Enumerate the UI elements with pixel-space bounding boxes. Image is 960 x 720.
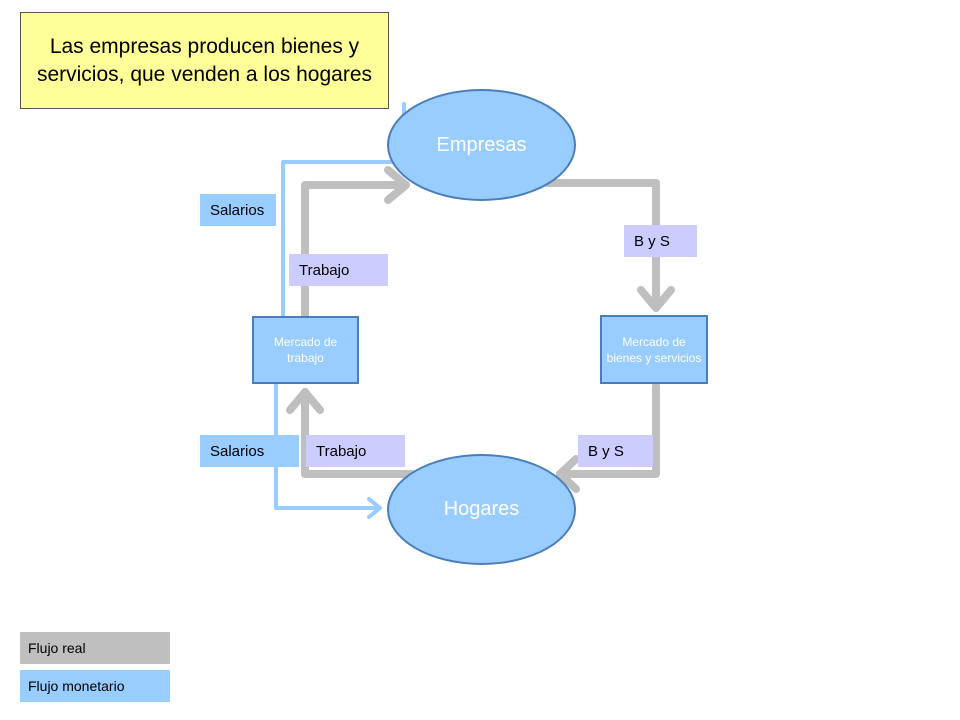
trabajo-top-label: Trabajo: [289, 254, 388, 286]
salarios-flow-arrowhead-hogares: [367, 497, 382, 519]
salarios-bottom-label: Salarios: [200, 435, 299, 467]
hogares-node: Hogares: [387, 454, 576, 565]
trabajo-flow-to-empresas: [301, 181, 410, 320]
hogares-label: Hogares: [443, 498, 520, 520]
legend-real-flow: Flujo real: [20, 632, 170, 664]
salarios-bottom-text: Salarios: [210, 442, 265, 460]
mercado-trabajo-label: Mercado de trabajo: [273, 335, 338, 365]
bys-top-text: B y S: [634, 232, 670, 250]
trabajo-bottom-text: Trabajo: [316, 442, 367, 460]
bys-bottom-label: B y S: [578, 435, 653, 467]
salarios-top-text: Salarios: [210, 201, 265, 219]
mercado-bienes-label: Mercado de bienes y servicios: [606, 334, 702, 365]
real-flow-arrows: [286, 166, 675, 493]
empresas-label: Empresas: [436, 133, 527, 156]
bys-flow-to-mercado-bienes: [543, 179, 660, 312]
bys-top-label: B y S: [624, 225, 697, 257]
mercado-bienes-node: Mercado de bienes y servicios: [600, 315, 708, 384]
trabajo-flow-to-mercado-trabajo: [301, 388, 416, 478]
legend-monetary-text: Flujo monetario: [28, 678, 125, 694]
bys-bottom-text: B y S: [588, 442, 624, 460]
empresas-node: Empresas: [387, 89, 576, 201]
bys-flow-to-hogares: [556, 382, 660, 478]
bys-flow-arrowhead-mercado-bienes: [637, 286, 675, 312]
callout-text: Las empresas producen bienes y servicios…: [36, 34, 373, 86]
trabajo-bottom-label: Trabajo: [306, 435, 405, 467]
trabajo-flow-arrowhead-mercado-trabajo: [286, 388, 324, 414]
bys-flow-arrowhead-hogares: [556, 455, 580, 493]
trabajo-top-text: Trabajo: [299, 261, 350, 279]
legend-real-text: Flujo real: [28, 640, 86, 656]
salarios-flow-to-hogares: [274, 382, 382, 510]
explanation-callout: Las empresas producen bienes y servicios…: [20, 12, 389, 109]
mercado-trabajo-node: Mercado de trabajo: [252, 316, 359, 384]
legend-monetary-flow: Flujo monetario: [20, 670, 170, 702]
trabajo-flow-arrowhead-empresas: [384, 166, 410, 204]
salarios-top-label: Salarios: [200, 194, 276, 226]
